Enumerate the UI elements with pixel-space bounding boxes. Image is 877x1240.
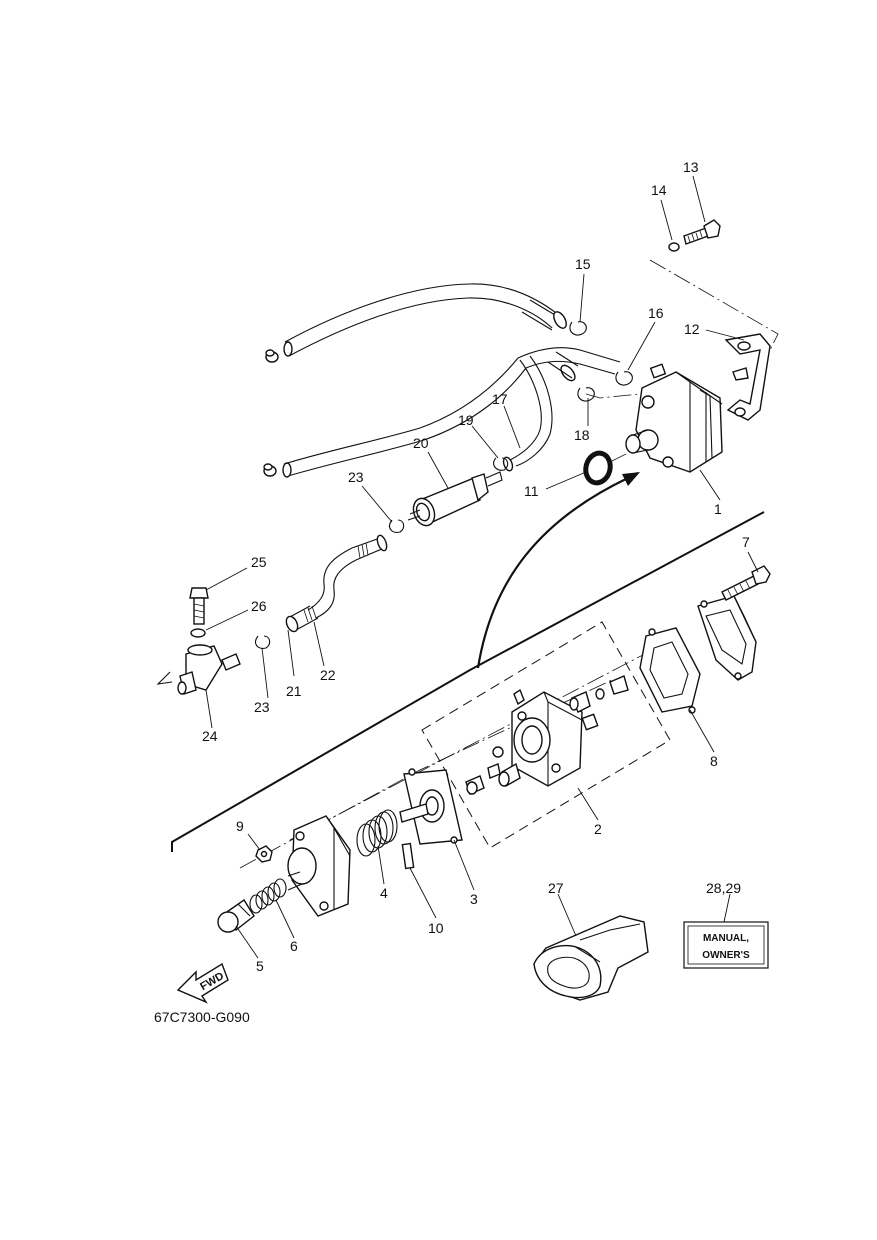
screw-7 — [721, 565, 771, 601]
manual-box-line2: OWNER'S — [702, 950, 750, 961]
callout-16: 16 — [648, 305, 664, 321]
fuel-pump-assembly — [625, 363, 723, 473]
hose-clip-23-lower — [255, 635, 271, 649]
callout-5: 5 — [256, 958, 264, 974]
callout-10: 10 — [428, 920, 444, 936]
pump-kit-box — [421, 621, 671, 849]
callout-8: 8 — [710, 753, 718, 769]
callout-11: 11 — [524, 483, 539, 499]
pump-cover — [697, 595, 757, 681]
callout-4: 4 — [380, 885, 388, 901]
o-ring — [583, 450, 613, 486]
fuel-hose-upper — [283, 283, 567, 357]
callout-15: 15 — [575, 256, 591, 272]
hose-clip-16 — [615, 371, 633, 386]
washer-26 — [190, 628, 206, 638]
leader-lines — [205, 175, 759, 959]
callout-7: 7 — [742, 534, 750, 550]
callout-21: 21 — [286, 683, 302, 699]
callout-18: 18 — [574, 427, 590, 443]
pump-case — [287, 815, 351, 917]
callout-3: 3 — [470, 891, 478, 907]
hose-clip-left-lower — [263, 463, 277, 477]
item-27-sleeve — [533, 915, 649, 1001]
manual-box-line1: MANUAL, — [703, 933, 749, 944]
callout-27: 27 — [548, 880, 564, 896]
callout-26: 26 — [251, 598, 267, 614]
owners-manual-box: MANUAL, OWNER'S — [683, 921, 769, 969]
callout-12: 12 — [684, 321, 700, 337]
callout-2: 2 — [594, 821, 602, 837]
callout-23-upper: 23 — [348, 469, 364, 485]
hose-clip-19 — [493, 457, 509, 471]
callout-23-lower: 23 — [254, 699, 270, 715]
bolt-13 — [683, 219, 721, 245]
washer-14 — [668, 242, 680, 252]
callout-20: 20 — [413, 435, 429, 451]
hose-clip-18 — [577, 387, 595, 402]
fuel-hose-to-filter — [502, 351, 579, 472]
spring-4 — [356, 809, 398, 857]
fuel-hose-lower — [282, 347, 621, 478]
diagram-code: 67C7300-G090 — [154, 1009, 250, 1025]
gasket — [639, 627, 701, 714]
arrow-head — [622, 472, 640, 486]
fuel-filter — [407, 471, 503, 527]
callout-14: 14 — [651, 182, 667, 198]
fuel-hose-21-22 — [285, 534, 388, 633]
fwd-arrow: FWD — [176, 962, 229, 1004]
plunger-5 — [217, 899, 255, 933]
divider-line — [171, 511, 765, 852]
bolt-25 — [189, 587, 209, 625]
callout-6: 6 — [290, 938, 298, 954]
callout-19: 19 — [458, 412, 474, 428]
callout-9: 9 — [236, 818, 244, 834]
diaphragm — [399, 768, 463, 845]
pin-10 — [401, 842, 415, 870]
callout-1: 1 — [714, 501, 722, 517]
callout-17: 17 — [492, 391, 508, 407]
callout-28-29: 28,29 — [706, 880, 741, 896]
callout-13: 13 — [683, 159, 699, 175]
hose-clip-15 — [569, 321, 587, 336]
hose-clip-23-upper — [389, 519, 405, 533]
callout-25: 25 — [251, 554, 267, 570]
fuel-joint — [156, 644, 241, 695]
hose-clip-left-upper — [265, 349, 279, 363]
callout-24: 24 — [202, 728, 218, 744]
bracket — [724, 333, 771, 421]
spring-6 — [249, 878, 287, 914]
pump-small-parts — [465, 675, 629, 795]
callout-22: 22 — [320, 667, 336, 683]
exploded-view-arrow — [476, 477, 629, 669]
